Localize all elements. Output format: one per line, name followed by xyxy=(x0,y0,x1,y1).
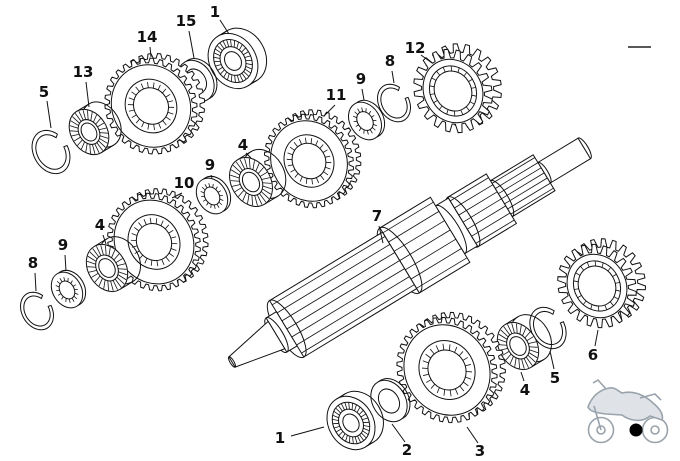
part-splined-washer-9-left xyxy=(50,269,87,309)
part-ball-bearing-1-bottom xyxy=(326,390,384,451)
callout-leader-1-top xyxy=(219,19,230,35)
part-circlip-5-bottom xyxy=(529,306,567,350)
part-sliding-sleeve-12 xyxy=(413,43,502,134)
callout-9-top[interactable]: 9 xyxy=(356,70,366,88)
callout-2[interactable]: 2 xyxy=(402,441,412,459)
callout-11[interactable]: 11 xyxy=(326,86,347,104)
callout-3[interactable]: 3 xyxy=(475,442,485,460)
callout-6[interactable]: 6 xyxy=(588,346,598,364)
callout-leader-15 xyxy=(188,30,195,59)
part-snap-ring-8-top xyxy=(377,83,412,123)
callout-leader-12 xyxy=(420,54,433,64)
part-needle-bearing-4-left xyxy=(85,236,141,292)
callout-8-left[interactable]: 8 xyxy=(28,254,38,272)
callout-4-left[interactable]: 4 xyxy=(95,216,105,234)
callout-leader-9-mid xyxy=(210,174,213,179)
callout-leader-5-top xyxy=(46,100,52,129)
callout-leader-7 xyxy=(378,225,384,244)
part-splined-washer-9-mid xyxy=(195,175,232,215)
callout-leader-14 xyxy=(149,46,152,58)
callout-leader-13 xyxy=(85,81,90,108)
callout-leader-2 xyxy=(391,423,406,443)
callout-7[interactable]: 7 xyxy=(372,207,382,225)
callout-5-bottom[interactable]: 5 xyxy=(550,369,560,387)
bike-windscreen xyxy=(592,378,607,390)
callout-leader-1-bottom xyxy=(290,426,325,437)
callout-12[interactable]: 12 xyxy=(405,39,426,57)
callout-10[interactable]: 10 xyxy=(174,174,195,192)
part-needle-bushing-13 xyxy=(68,101,122,156)
callout-9-mid[interactable]: 9 xyxy=(205,156,215,174)
callout-1-bottom[interactable]: 1 xyxy=(275,429,285,447)
part-gear-14 xyxy=(104,52,206,155)
part-needle-bearing-4-mid xyxy=(229,148,287,207)
part-gear-10 xyxy=(107,188,209,292)
callout-leader-9-left xyxy=(64,254,67,272)
part-washer-2 xyxy=(370,378,411,423)
callout-1-top[interactable]: 1 xyxy=(210,3,220,21)
callout-leader-9-top xyxy=(361,88,365,101)
callout-leader-4-mid xyxy=(245,152,252,159)
part-output-shaft-7 xyxy=(227,137,592,368)
callout-leader-8-left xyxy=(34,272,37,292)
bike-tail xyxy=(639,393,662,401)
callout-leader-8-top xyxy=(391,70,395,84)
bike-rear-wheel xyxy=(641,416,669,444)
callout-4-bottom[interactable]: 4 xyxy=(520,381,530,399)
part-needle-bearing-4-bottom xyxy=(496,314,552,370)
part-circlip-5-top xyxy=(31,129,71,175)
bike-rear-hub xyxy=(650,425,660,435)
part-dog-gear-6 xyxy=(557,238,647,329)
callout-9-left[interactable]: 9 xyxy=(58,236,68,254)
callout-leader-4-left xyxy=(102,234,107,245)
callout-13[interactable]: 13 xyxy=(73,63,94,81)
callout-14[interactable]: 14 xyxy=(137,28,158,46)
bike-front-hub xyxy=(596,425,606,435)
selection-dot xyxy=(629,423,643,437)
bike-front-wheel xyxy=(587,416,615,444)
part-gear-3 xyxy=(396,311,506,424)
callout-15[interactable]: 15 xyxy=(176,12,197,30)
part-splined-washer-9-top xyxy=(348,99,386,141)
callout-leader-11 xyxy=(323,104,336,117)
callout-leader-3 xyxy=(466,426,479,444)
callout-4-mid[interactable]: 4 xyxy=(238,136,248,154)
callout-5-top[interactable]: 5 xyxy=(39,83,49,101)
bike-body xyxy=(587,387,664,422)
motorcycle-icon xyxy=(587,378,669,444)
callout-8-top[interactable]: 8 xyxy=(385,52,395,70)
callout-leader-5-bottom xyxy=(549,350,555,370)
part-snap-ring-8-left xyxy=(20,291,55,331)
callout-leader-4-bottom xyxy=(520,371,525,382)
callout-leader-10 xyxy=(171,192,183,199)
bike-fork xyxy=(593,405,602,431)
part-ball-bearing-1-top xyxy=(207,27,268,90)
part-gear-11 xyxy=(263,109,362,209)
callout-leader-6 xyxy=(594,329,599,347)
